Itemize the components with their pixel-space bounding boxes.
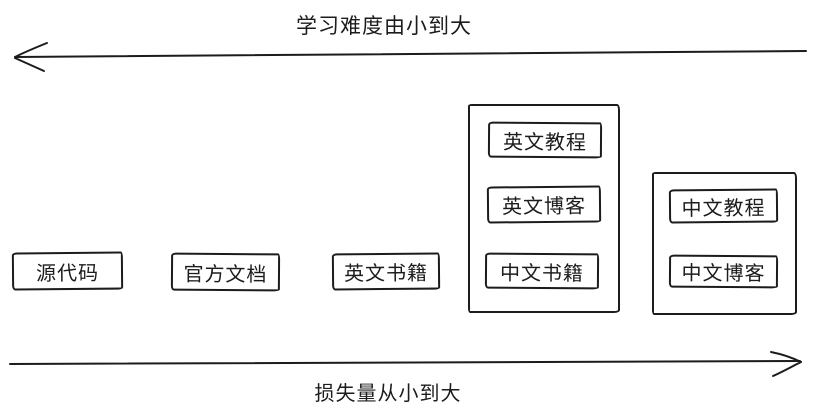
box-english-books: 英文书籍 xyxy=(331,252,441,291)
left-arrow-icon xyxy=(14,42,807,72)
box-official-docs: 官方文档 xyxy=(170,252,281,292)
box-source-code: 源代码 xyxy=(11,251,124,291)
loss-axis-label: 损失量从小到大 xyxy=(314,383,462,405)
box-chinese-books: 中文书籍 xyxy=(484,252,600,290)
right-arrow-icon xyxy=(9,351,802,377)
box-english-tutorials: 英文教程 xyxy=(487,121,603,159)
box-english-blogs: 英文博客 xyxy=(486,185,602,224)
box-chinese-tutorials: 中文教程 xyxy=(668,188,779,224)
box-chinese-blogs: 中文博客 xyxy=(668,254,779,289)
difficulty-axis-label: 学习难度由小到大 xyxy=(296,15,472,38)
